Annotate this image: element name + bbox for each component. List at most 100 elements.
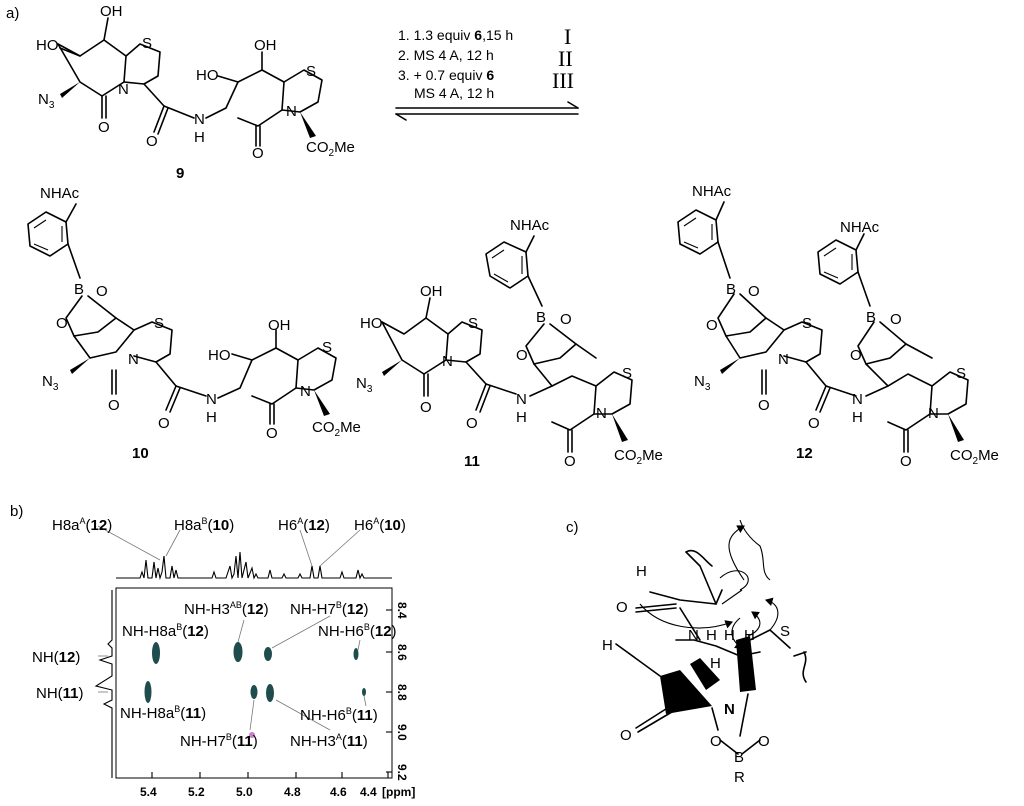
x-axis-unit: [ppm] bbox=[382, 785, 415, 799]
c10-s-2: S bbox=[322, 339, 332, 356]
c9-co2me: CO2Me bbox=[306, 139, 355, 159]
c11-nh: N bbox=[516, 391, 527, 408]
c10-o-1: O bbox=[108, 397, 120, 414]
cross-peak-label-8: NH-H3A(11) bbox=[290, 732, 368, 750]
compound-12-label: 12 bbox=[796, 445, 813, 462]
x-tick-label: 4.8 bbox=[284, 785, 301, 799]
c12-nhac-1: NHAc bbox=[692, 183, 732, 200]
x-tick-label: 5.0 bbox=[236, 785, 253, 799]
conf-o-3: O bbox=[710, 733, 722, 750]
c10-o-b1: O bbox=[96, 283, 108, 300]
c12-o-3: O bbox=[900, 453, 912, 470]
nmr-top-label-2: H8aB(10) bbox=[174, 516, 234, 534]
conf-h-3: H bbox=[724, 627, 735, 644]
nmr-left-label-2: NH(11) bbox=[36, 685, 84, 702]
c9-o-1: O bbox=[98, 119, 110, 136]
c10-o-3: O bbox=[266, 425, 278, 442]
conformer-bonds bbox=[615, 519, 807, 755]
c9-s-2: S bbox=[306, 63, 316, 80]
c10-n-1: N bbox=[128, 351, 139, 368]
x-tick-label: 5.4 bbox=[140, 785, 157, 799]
c12-nhac-2: NHAc bbox=[840, 219, 880, 236]
c10-n3: N3 bbox=[42, 373, 59, 393]
c9-ho-2: HO bbox=[196, 67, 219, 84]
y-tick-label: 9.2 bbox=[395, 764, 409, 781]
conf-h-6: H bbox=[710, 655, 721, 672]
c11-o-b2: O bbox=[516, 347, 528, 364]
c12-n-2: N bbox=[928, 405, 939, 422]
nmr-left-label-1: NH(12) bbox=[32, 649, 80, 666]
c11-n3: N3 bbox=[356, 375, 373, 395]
roman-2: II bbox=[558, 46, 573, 71]
panel-label-a: a) bbox=[6, 5, 19, 22]
c10-co2me: CO2Me bbox=[312, 419, 361, 439]
x-tick-label: 4.4 bbox=[360, 785, 377, 799]
equilibrium-arrows bbox=[395, 101, 579, 121]
c9-oh-2: OH bbox=[254, 37, 277, 54]
c11-n-1: N bbox=[442, 353, 453, 370]
y-tick-label: 9.0 bbox=[395, 724, 409, 741]
nmr-leader-lines bbox=[97, 525, 367, 731]
nmr-2d-frame bbox=[94, 587, 393, 779]
c9-ho-1: HO bbox=[36, 37, 59, 54]
c9-oh-1: OH bbox=[100, 3, 123, 20]
conf-h-5: H bbox=[602, 637, 613, 654]
cross-peak-label-3: NH-H7B(12) bbox=[290, 600, 369, 618]
y-tick-label: 8.8 bbox=[395, 684, 409, 701]
condition-step2: 2. MS 4 A, 12 h bbox=[398, 47, 494, 63]
cross-peak-label-4: NH-H6B(12) bbox=[318, 622, 397, 640]
nmr-cross-peaks bbox=[144, 642, 366, 738]
panel-label-b: b) bbox=[10, 503, 23, 520]
c11-s-2: S bbox=[622, 365, 632, 382]
condition-step3: 3. + 0.7 equiv 6 bbox=[398, 67, 494, 83]
c11-co2me: CO2Me bbox=[614, 447, 663, 467]
c11-oh: OH bbox=[420, 283, 443, 300]
condition-step3b: MS 4 A, 12 h bbox=[414, 85, 494, 101]
c9-n-1: N bbox=[118, 81, 129, 98]
x-tick-label: 4.6 bbox=[330, 785, 347, 799]
cross-peak-label-5: NH-H8aB(11) bbox=[120, 704, 206, 722]
c12-o-2: O bbox=[808, 415, 820, 432]
cross-peak-label-1: NH-H8aB(12) bbox=[122, 622, 209, 640]
conf-o-4: O bbox=[758, 733, 770, 750]
c11-o-3: O bbox=[564, 453, 576, 470]
conf-h-4: H bbox=[744, 627, 755, 644]
c12-b-1: B bbox=[726, 281, 736, 298]
compound-10-label: 10 bbox=[132, 445, 149, 462]
y-tick-label: 8.4 bbox=[395, 602, 409, 619]
c12-o-b3: O bbox=[890, 311, 902, 328]
c12-b-2: B bbox=[866, 309, 876, 326]
c11-b: B bbox=[536, 309, 546, 326]
nmr-1d-spectrum bbox=[116, 551, 392, 581]
compound-11-bonds bbox=[381, 235, 633, 453]
conf-o-1: O bbox=[616, 599, 628, 616]
roman-1: I bbox=[564, 24, 571, 49]
c12-co2me: CO2Me bbox=[950, 447, 999, 467]
nmr-top-label-3: H6A(12) bbox=[278, 516, 330, 534]
c11-o-b1: O bbox=[560, 311, 572, 328]
nmr-top-label-1: H8aA(12) bbox=[52, 516, 112, 534]
nmr-top-label-4: H6A(10) bbox=[354, 516, 406, 534]
c12-n3: N3 bbox=[694, 373, 711, 393]
cross-peak-label-2: NH-H3AB(12) bbox=[184, 600, 269, 618]
c10-oh: OH bbox=[268, 317, 291, 334]
conf-h-1: H bbox=[636, 563, 647, 580]
c9-nh-h: H bbox=[194, 129, 205, 146]
conf-n-1: N bbox=[688, 627, 699, 644]
c9-n-2: N bbox=[286, 103, 297, 120]
conf-s: S bbox=[780, 623, 790, 640]
c9-nh: N bbox=[194, 111, 205, 128]
c10-ho: HO bbox=[208, 347, 231, 364]
y-tick-label: 8.6 bbox=[395, 644, 409, 661]
c10-o-2: O bbox=[158, 415, 170, 432]
x-tick-label: 5.2 bbox=[188, 785, 205, 799]
conf-h-2: H bbox=[706, 627, 717, 644]
compound-9-label: 9 bbox=[176, 165, 184, 182]
conf-b: B bbox=[734, 749, 744, 766]
compound-11-label: 11 bbox=[464, 453, 480, 470]
c11-nh-h: H bbox=[516, 409, 527, 426]
c12-s-1: S bbox=[802, 315, 812, 332]
compound-12-bonds bbox=[677, 201, 969, 453]
c12-s-2: S bbox=[956, 365, 966, 382]
